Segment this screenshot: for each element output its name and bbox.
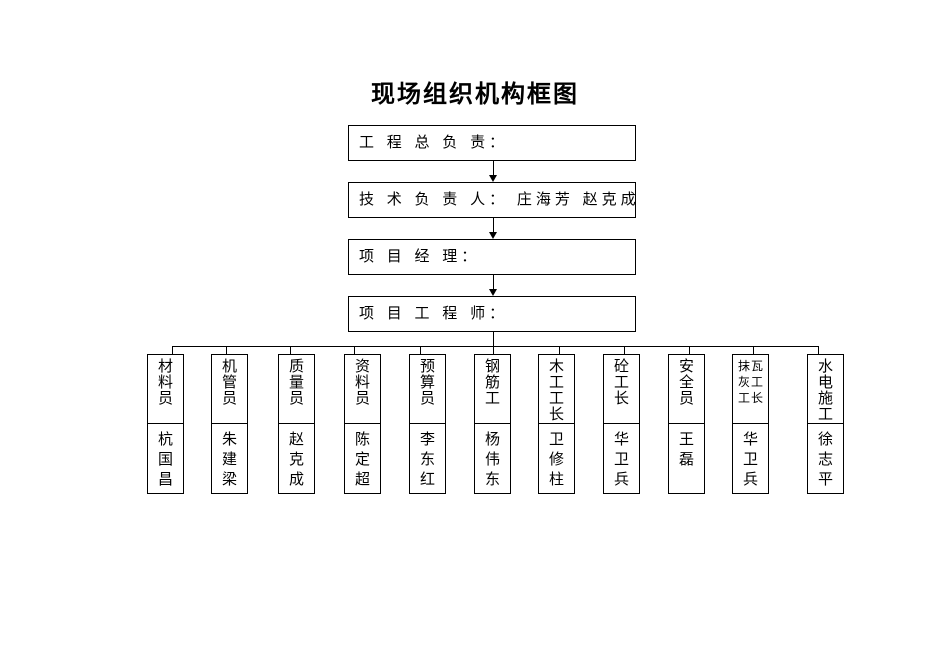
- role-label: 瓦工长: [750, 359, 763, 405]
- role-label: 预算员: [419, 357, 435, 407]
- connector-line: [493, 332, 494, 346]
- role-label: 资料员: [354, 357, 370, 407]
- connector-line: [493, 275, 494, 289]
- box-label: 工 程 总 负 责：: [359, 133, 509, 151]
- role-box: 材料员: [147, 354, 184, 424]
- technical-lead-box: 技 术 负 责 人： 庄海芳 赵克成: [348, 182, 636, 218]
- project-engineer-box: 项 目 工 程 师：: [348, 296, 636, 332]
- box-label: 项 目 工 程 师：: [359, 304, 509, 322]
- box-label: 项 目 经 理：: [359, 247, 481, 265]
- role-label: 机管员: [221, 357, 237, 407]
- person-box: 杭国昌: [147, 423, 184, 494]
- role-box: 水电施工: [807, 354, 844, 424]
- project-manager-box: 项 目 经 理：: [348, 239, 636, 275]
- drop-line: [624, 346, 625, 354]
- drop-line: [290, 346, 291, 354]
- drop-line: [689, 346, 690, 354]
- person-box: 陈定超: [344, 423, 381, 494]
- person-box: 徐志平: [807, 423, 844, 494]
- arrow-down-icon: [489, 289, 497, 296]
- person-name: 杭国昌: [157, 430, 173, 488]
- connector-line: [493, 161, 494, 175]
- drop-line: [493, 346, 494, 354]
- person-name: 朱建梁: [221, 430, 237, 488]
- role-box: 木工工长: [538, 354, 575, 424]
- person-box: 李东红: [409, 423, 446, 494]
- role-label: 抹灰工: [737, 359, 750, 405]
- person-name: 李东红: [419, 430, 435, 488]
- person-name: 王 磊: [678, 430, 710, 468]
- role-box: 机管员: [211, 354, 248, 424]
- role-box: 质量员: [278, 354, 315, 424]
- role-box: 资料员: [344, 354, 381, 424]
- chief-box: 工 程 总 负 责：: [348, 125, 636, 161]
- person-name: 陈定超: [354, 430, 370, 488]
- person-name: 卫修柱: [548, 430, 564, 488]
- drop-line: [753, 346, 754, 354]
- person-box: 赵克成: [278, 423, 315, 494]
- person-name: 杨伟东: [484, 430, 500, 488]
- person-name: 华卫兵: [613, 430, 629, 488]
- person-box: 朱建梁: [211, 423, 248, 494]
- arrow-down-icon: [489, 175, 497, 182]
- person-box: 杨伟东: [474, 423, 511, 494]
- drop-line: [818, 346, 819, 354]
- role-box: 钢筋工: [474, 354, 511, 424]
- person-box: 华卫兵: [603, 423, 640, 494]
- box-label: 技 术 负 责 人： 庄海芳 赵克成: [359, 190, 640, 208]
- arrow-down-icon: [489, 232, 497, 239]
- role-box: 砼工长: [603, 354, 640, 424]
- drop-line: [420, 346, 421, 354]
- drop-line: [172, 346, 173, 354]
- drop-line: [559, 346, 560, 354]
- role-label: 木工工长: [548, 357, 564, 423]
- role-box: 预算员: [409, 354, 446, 424]
- role-label: 钢筋工: [484, 357, 500, 407]
- person-box: 卫修柱: [538, 423, 575, 494]
- person-name: 赵克成: [288, 430, 304, 488]
- role-label: 砼工长: [613, 357, 629, 407]
- page-title: 现场组织机构框图: [371, 79, 579, 108]
- person-box: 华卫兵: [732, 423, 769, 494]
- connector-line: [493, 218, 494, 232]
- role-label: 安全员: [678, 357, 694, 407]
- role-box: 抹灰工瓦工长: [732, 354, 769, 424]
- role-label: 材料员: [157, 357, 173, 407]
- branch-line: [172, 346, 819, 347]
- person-box: 王 磊: [668, 423, 705, 494]
- drop-line: [226, 346, 227, 354]
- person-name: 徐志平: [817, 430, 833, 488]
- role-label-pair: 抹灰工瓦工长: [733, 358, 768, 406]
- role-label: 质量员: [288, 357, 304, 407]
- drop-line: [354, 346, 355, 354]
- role-label: 水电施工: [817, 357, 833, 423]
- role-box: 安全员: [668, 354, 705, 424]
- person-name: 华卫兵: [742, 430, 758, 488]
